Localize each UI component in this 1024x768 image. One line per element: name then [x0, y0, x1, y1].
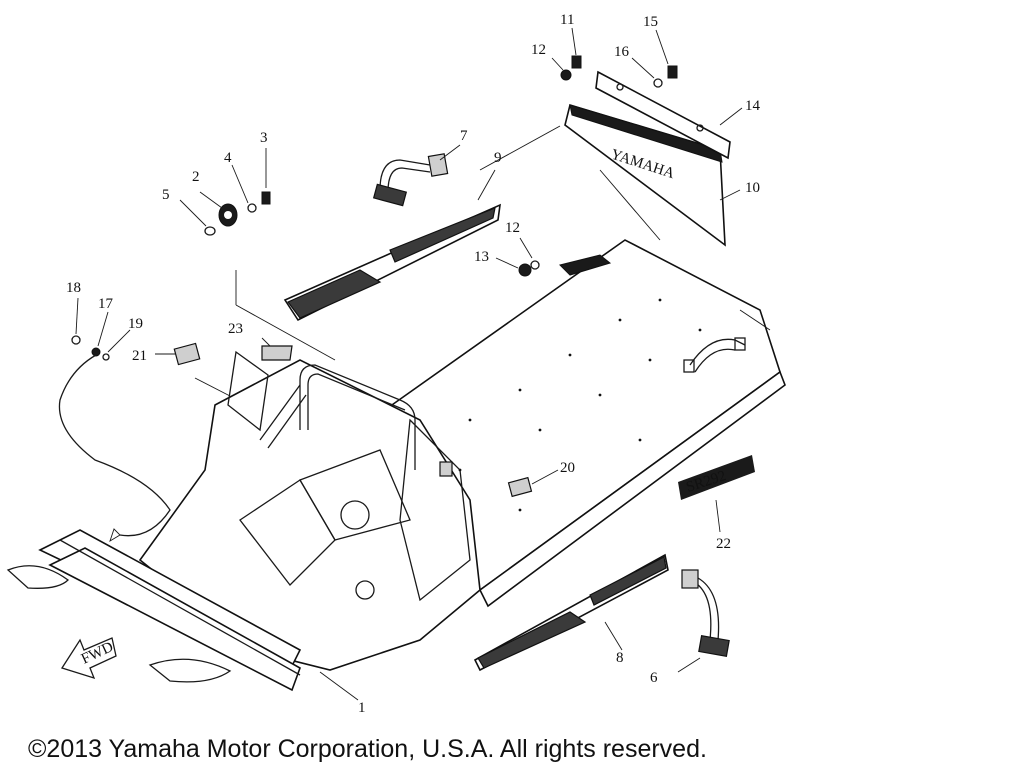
- callout-14: 14: [745, 98, 761, 114]
- copyright-notice: ©2013 Yamaha Motor Corporation, U.S.A. A…: [28, 735, 707, 763]
- sr292-decal: SR292: [678, 455, 755, 500]
- callout-16: 16: [614, 44, 630, 60]
- svg-text:FWD: FWD: [79, 639, 116, 668]
- exploded-parts-diagram: YAMAHA: [6, 12, 786, 712]
- hardware-parts: [71, 55, 678, 498]
- callout-12-top: 12: [531, 42, 546, 58]
- callout-12-mid: 12: [505, 220, 520, 236]
- callout-20: 20: [560, 460, 575, 476]
- callout-9: 9: [494, 150, 502, 166]
- footrest-tread-right: [473, 553, 669, 672]
- callout-13: 13: [474, 249, 489, 265]
- callout-15: 15: [643, 14, 658, 30]
- callout-1: 1: [358, 700, 366, 712]
- retaining-plate: [595, 70, 731, 160]
- callout-18: 18: [66, 280, 81, 296]
- footrest-tread-left: [283, 203, 501, 322]
- foot-bracket-upper: [372, 153, 449, 207]
- callout-8: 8: [616, 650, 624, 666]
- wire-harness: [58, 354, 171, 537]
- fwd-arrow: FWD: [60, 637, 117, 680]
- callout-5: 5: [162, 187, 170, 203]
- callout-labels: 1 2 3 4 5 6 7 8 9 10 11 12 12 13 14 15 1…: [66, 12, 761, 712]
- callout-11: 11: [560, 12, 574, 28]
- rivet-dots: [458, 298, 702, 512]
- foot-bracket-lower: [681, 569, 730, 658]
- leader-lines: [75, 27, 771, 701]
- callout-7: 7: [460, 128, 468, 144]
- callout-23: 23: [228, 321, 243, 337]
- callout-6: 6: [650, 670, 658, 686]
- callout-19: 19: [128, 316, 143, 332]
- callout-22: 22: [716, 536, 731, 552]
- callout-17: 17: [98, 296, 114, 312]
- callout-10: 10: [745, 180, 760, 196]
- callout-21: 21: [132, 348, 147, 364]
- seat-pad: YAMAHA: [564, 103, 726, 247]
- callout-4: 4: [224, 150, 232, 166]
- frame-body: [6, 239, 786, 692]
- callout-3: 3: [260, 130, 268, 146]
- callout-2: 2: [192, 169, 200, 185]
